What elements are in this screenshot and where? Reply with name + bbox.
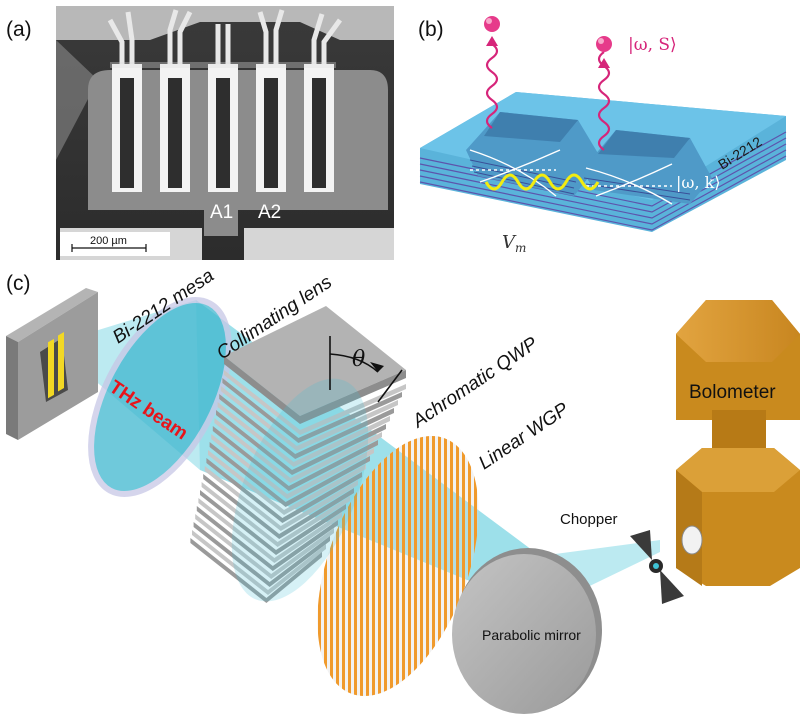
emission-arrow-left [484,16,500,129]
qwp-ridge [220,386,398,451]
mesa-holder [6,288,98,440]
qwp-ridge [206,458,362,523]
qwp-ridge [208,450,366,515]
wgp-stripe [390,420,393,718]
schematic-mesa-right [582,130,712,205]
chopper [630,530,684,604]
qwp-ridges [190,370,406,603]
qwp-ridge [214,418,382,483]
state-emitted-label: |ω, S⟩ [628,35,677,55]
label-chopper: Chopper [560,511,618,528]
qwp-ridge [224,370,406,435]
wgp-stripe [432,420,435,718]
sem-mesa-label-a1: A1 [210,202,233,223]
wgp-stripe [324,420,327,718]
wgp-stripe [444,420,447,718]
wgp-stripe [354,420,357,718]
label-wgp: Linear WGP [475,399,573,474]
wgp-stripe [420,420,423,718]
angle-indicator [329,336,403,403]
sem-mesa-label-a2: A2 [258,202,281,223]
qwp-ridge [217,402,390,467]
wgp-stripe [426,420,429,718]
wgp-stripe [360,420,363,718]
wgp-stripe [450,420,453,718]
qwp-ridge [219,394,394,459]
wgp-stripe [366,420,369,718]
panel-label-c: (c) [6,272,31,295]
qwp-ridge [216,410,386,475]
label-angle: θ [352,347,365,372]
wgp-stripe [372,420,375,718]
qwp-ridge [209,442,370,507]
wgp-stripe [342,420,345,718]
wgp-stripe [402,420,405,718]
wgp-stripe [330,420,333,718]
wgp-stripe [408,420,411,718]
wgp-stripe [462,420,465,718]
bolometer [676,300,800,586]
parabolic-mirror [452,548,602,714]
schematic-mesa-left [466,112,602,197]
qwp-ridge [212,426,378,491]
qwp-ridge [211,434,374,499]
qwp-ridge [204,466,358,531]
wgp-stripe [438,420,441,718]
crystal-schematic: Bi-2212 |ω, S⟩ |ω, k⟩ Vm [419,16,787,255]
qwp-ridge [190,538,322,603]
optical-setup: Bi-2212 mesa Collimating lens THz beam θ… [6,265,800,718]
label-qwp: Achromatic QWP [408,333,542,433]
wgp-stripe [336,420,339,718]
wgp-stripe [348,420,351,718]
achromatic-qwp [224,306,406,424]
wgp-stripe [468,420,471,718]
sem-fingers [107,9,343,192]
label-mirror: Parabolic mirror [482,627,581,643]
wgp-stripe [396,420,399,718]
qwp-ridge [222,378,402,443]
collimating-lens [88,297,232,497]
wgp-stripe [414,420,417,718]
state-internal-label: |ω, k⟩ [676,173,721,192]
sem-scale-bar-label: 200 µm [90,235,127,247]
sem-image: A1 A2 200 µm [56,6,394,260]
coupling-wave [484,173,600,191]
emission-arrow-right [596,36,612,151]
voltage-label: Vm [502,232,526,255]
panel-label-b: (b) [418,18,444,41]
wgp-stripe [456,420,459,718]
wgp-stripe [384,420,387,718]
wgp-stripe [378,420,381,718]
panel-label-a: (a) [6,18,32,41]
label-bolometer: Bolometer [689,382,776,403]
